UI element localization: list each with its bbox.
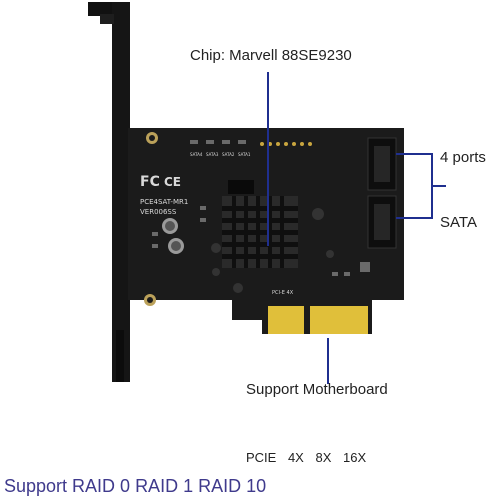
sata-port-upper	[367, 137, 397, 191]
mounting-holes	[144, 132, 334, 306]
chip-annotation: Chip: Marvell 88SE9230	[190, 47, 352, 64]
pcie-marker-text: PCI-E 4X	[272, 290, 294, 296]
annotation-lines	[267, 72, 446, 384]
chip-heatsink	[222, 196, 298, 268]
motherboard-annotation: Support Motherboard	[246, 381, 388, 398]
sata-port-label-3: SATA2	[222, 152, 235, 157]
capacitors	[162, 218, 184, 254]
board-version-text: VER006SS	[140, 208, 177, 216]
led-headers	[260, 142, 312, 146]
smd-components	[152, 140, 370, 276]
sata-port-label-2: SATA3	[206, 152, 219, 157]
ce-mark: CE	[164, 175, 181, 189]
fc-mark: FC	[140, 174, 160, 190]
pci-bracket	[88, 2, 130, 382]
pcie-gold-fingers	[262, 300, 372, 334]
pcie-annotation: PCIE 4X 8X 16X	[246, 450, 367, 465]
board-model-text: PCE4SAT-MR1	[140, 198, 188, 206]
sata-port-label-1: SATA4	[190, 152, 203, 157]
sata-port-label-4: SATA1	[238, 152, 251, 157]
sata-port-lower	[367, 195, 397, 249]
ports-annotation: 4 ports	[440, 149, 486, 166]
raid-support-caption: Support RAID 0 RAID 1 RAID 10	[4, 476, 267, 496]
small-ic-chip	[228, 180, 254, 194]
sata-annotation: SATA	[440, 214, 477, 231]
